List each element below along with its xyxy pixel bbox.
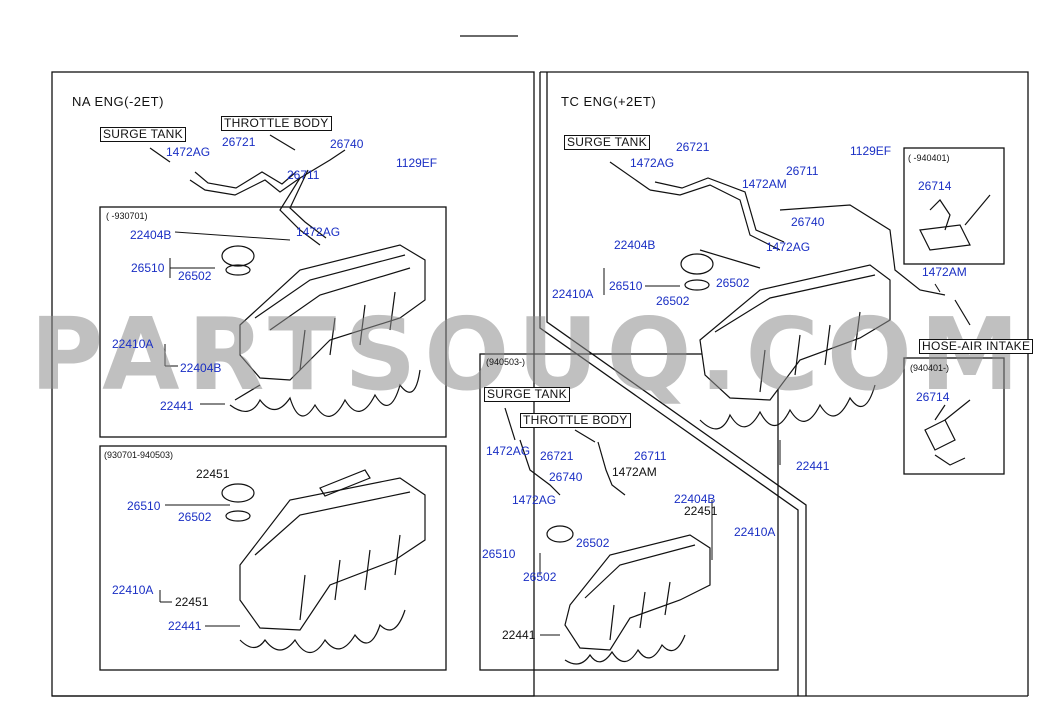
tc-part-1472ag-d[interactable]: 1472AG xyxy=(512,493,557,507)
tc-part-22410a[interactable]: 22410A xyxy=(552,287,594,301)
tc-part-26502-c[interactable]: 26502 xyxy=(576,536,610,550)
na-sub1-label: ( -930701) xyxy=(106,211,148,221)
na-part-1472ag-a[interactable]: 1472AG xyxy=(166,145,211,159)
tc-part-26502-a[interactable]: 26502 xyxy=(716,276,750,290)
tc-part-26510-b[interactable]: 26510 xyxy=(482,547,516,561)
na-part-26502-b[interactable]: 26502 xyxy=(178,510,212,524)
tc-part-26721-b[interactable]: 26721 xyxy=(540,449,574,463)
na-sub1-box xyxy=(99,206,447,438)
na-part-22410a-a[interactable]: 22410A xyxy=(112,337,154,351)
tc-section-title: TC ENG(+2ET) xyxy=(561,94,657,109)
tc-part-1129ef[interactable]: 1129EF xyxy=(850,144,892,158)
tc-part-26721[interactable]: 26721 xyxy=(676,140,710,154)
tc-frame-divider xyxy=(539,72,799,696)
tc-part-1472am-b[interactable]: 1472AM xyxy=(922,265,967,279)
tc-sub1-label: (940503-) xyxy=(486,357,526,367)
inset-brackets xyxy=(919,194,991,466)
tc-part-1472am-a[interactable]: 1472AM xyxy=(742,177,787,191)
tc-part-1472ag-c[interactable]: 1472AG xyxy=(486,444,531,458)
tc-cover-main xyxy=(609,161,971,430)
na-surge-tank-box: SURGE TANK xyxy=(100,127,186,142)
na-part-1129ef[interactable]: 1129EF xyxy=(396,156,438,170)
inset1-label: ( -940401) xyxy=(908,153,950,163)
tc-part-26502-d[interactable]: 26502 xyxy=(523,570,557,584)
tc-part-26740-b[interactable]: 26740 xyxy=(549,470,583,484)
tc-frame-divider-2 xyxy=(546,72,807,696)
na-sub2-box xyxy=(99,445,447,671)
na-part-22404b-b[interactable]: 22404B xyxy=(180,361,222,375)
inset2-part-26714[interactable]: 26714 xyxy=(916,390,950,404)
na-part-26502-a[interactable]: 26502 xyxy=(178,269,212,283)
tc-throttle-body-box: THROTTLE BODY xyxy=(520,413,631,428)
na-hoses xyxy=(149,134,346,246)
tc-part-22404b[interactable]: 22404B xyxy=(614,238,656,252)
na-part-26740[interactable]: 26740 xyxy=(330,137,364,151)
tc-part-1472ag-b[interactable]: 1472AG xyxy=(766,240,811,254)
tc-sub1-box xyxy=(479,353,779,671)
na-part-26510-b[interactable]: 26510 xyxy=(127,499,161,513)
na-part-1472ag-b[interactable]: 1472AG xyxy=(296,225,341,239)
na-part-22404b-a[interactable]: 22404B xyxy=(130,228,172,242)
inset2-label: (940401-) xyxy=(910,363,950,373)
tc-part-26510[interactable]: 26510 xyxy=(609,279,643,293)
na-part-26721[interactable]: 26721 xyxy=(222,135,256,149)
na-cover-bottom xyxy=(221,469,426,654)
na-part-22441-b[interactable]: 22441 xyxy=(168,619,202,633)
tc-surge-tank-box: SURGE TANK xyxy=(564,135,650,150)
tc-part-22441-b: 22441 xyxy=(502,628,536,642)
tc-part-22451: 22451 xyxy=(684,504,718,518)
inset1-part-26714[interactable]: 26714 xyxy=(918,179,952,193)
na-part-22451-a: 22451 xyxy=(196,467,230,481)
na-part-22441-a[interactable]: 22441 xyxy=(160,399,194,413)
na-part-26711[interactable]: 26711 xyxy=(287,168,320,182)
tc-surge-tank-box-2: SURGE TANK xyxy=(484,387,570,402)
na-sub2-label: (930701-940503) xyxy=(104,450,174,460)
tc-part-22410a-b[interactable]: 22410A xyxy=(734,525,776,539)
tc-part-1472ag-a[interactable]: 1472AG xyxy=(630,156,675,170)
na-throttle-body-box: THROTTLE BODY xyxy=(221,116,332,131)
tc-part-22441[interactable]: 22441 xyxy=(796,459,830,473)
na-part-22410a-b[interactable]: 22410A xyxy=(112,583,154,597)
na-section-title: NA ENG(-2ET) xyxy=(72,94,164,109)
na-cover-top xyxy=(221,244,426,417)
tc-frame-top xyxy=(540,71,1029,696)
tc-part-26711-b[interactable]: 26711 xyxy=(634,449,667,463)
tc-part-26740[interactable]: 26740 xyxy=(791,215,825,229)
na-part-26510-a[interactable]: 26510 xyxy=(131,261,165,275)
tc-part-26502-b[interactable]: 26502 xyxy=(656,294,690,308)
tc-part-26711[interactable]: 26711 xyxy=(786,164,819,178)
tc-hose-air-intake-box: HOSE-AIR INTAKE xyxy=(919,339,1034,354)
inset2-box xyxy=(903,357,1005,475)
tc-part-22404b-b[interactable]: 22404B xyxy=(674,492,716,506)
leader-lines xyxy=(159,231,941,636)
tc-part-1472am-c: 1472AM xyxy=(612,465,657,479)
inset1-box xyxy=(903,147,1005,265)
tc-cover-small xyxy=(504,407,711,665)
na-part-22451-b: 22451 xyxy=(175,595,209,609)
